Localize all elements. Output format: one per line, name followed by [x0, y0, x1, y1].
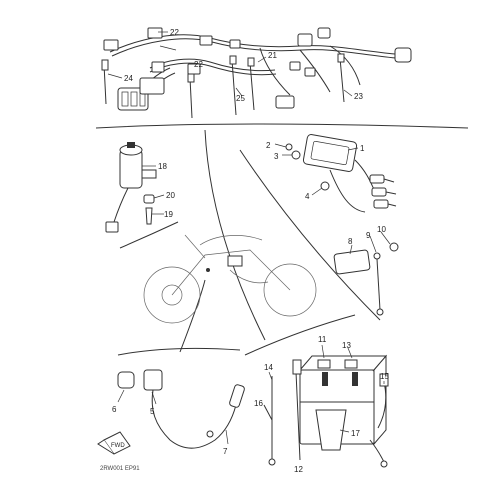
- callout-22: 22: [170, 28, 179, 37]
- callout-22b: 22: [194, 60, 203, 69]
- wire-harness: [101, 27, 412, 119]
- callout-14: 14: [264, 363, 273, 372]
- callout-24: 24: [124, 74, 133, 83]
- callout-10: 10: [377, 225, 386, 234]
- cdi-unit: [302, 134, 358, 172]
- main-switch: [119, 149, 143, 189]
- callout-15: 15: [380, 372, 389, 381]
- ignition-cap: [143, 194, 155, 204]
- fwd-arrow: FWD: [97, 431, 131, 455]
- rectifier: [333, 249, 371, 275]
- callout-19: 19: [164, 210, 173, 219]
- section-dividers: [95, 123, 469, 356]
- callout-16: 16: [254, 399, 263, 408]
- callout-21: 21: [268, 51, 277, 60]
- ignition-coil: [143, 369, 163, 391]
- ignition-coil-assembly: [117, 369, 245, 449]
- battery-assembly: [263, 354, 389, 468]
- divider-top: [95, 123, 469, 129]
- cdi-unit-assembly: [285, 134, 397, 213]
- callout-7: 7: [223, 447, 228, 456]
- callout-2: 2: [266, 141, 271, 150]
- callout-11: 11: [318, 335, 327, 344]
- spark-plug-cap: [229, 384, 245, 408]
- cdi-location-marker: [227, 255, 243, 267]
- diagram-code: 2RW001 EP91: [100, 466, 140, 472]
- callout-12: 12: [294, 465, 303, 474]
- callout-5: 5: [150, 407, 155, 416]
- callout-17: 17: [351, 429, 360, 438]
- callout-1: 1: [360, 144, 365, 153]
- motorcycle-silhouette: [143, 234, 317, 324]
- callout-3: 3: [274, 152, 279, 161]
- callout-13: 13: [342, 341, 351, 350]
- fwd-label: FWD: [111, 443, 125, 449]
- main-switch-assembly: [105, 142, 157, 233]
- callout-8: 8: [348, 237, 353, 246]
- rectifier-assembly: [333, 242, 399, 316]
- divider-left: [119, 221, 179, 249]
- leader-lines: [107, 31, 391, 445]
- divider-center: [204, 129, 266, 341]
- divider-lower-left: [117, 347, 241, 356]
- callout-6: 6: [112, 405, 117, 414]
- callout-18: 18: [158, 162, 167, 171]
- divider-lower-mid: [179, 279, 206, 353]
- callout-23: 23: [354, 92, 363, 101]
- callout-4: 4: [305, 192, 310, 201]
- divider-right: [239, 149, 381, 321]
- coil-cap-6: [117, 371, 135, 389]
- battery-strap: [315, 409, 347, 451]
- ignition-bolt: [145, 207, 153, 225]
- callout-9: 9: [366, 231, 371, 240]
- divider-lower-right: [244, 314, 356, 356]
- callout-20: 20: [166, 191, 175, 200]
- callout-25: 25: [236, 94, 245, 103]
- callout-labels: 1 2 3 4 5 6 7 8 9 10 11 12 13 14 15 16 1…: [112, 28, 389, 474]
